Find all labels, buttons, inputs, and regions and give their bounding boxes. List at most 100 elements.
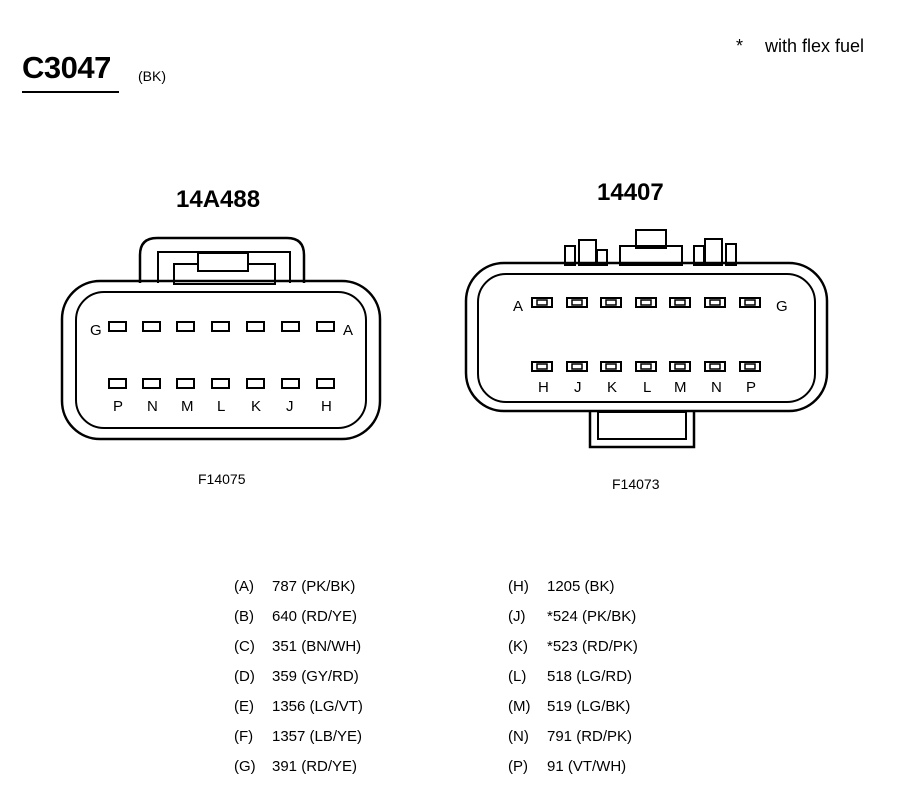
left-top-label-a: A	[343, 322, 353, 339]
note-marker: *	[736, 36, 744, 56]
right-bottom-label: H	[538, 379, 549, 396]
pin-cavity	[316, 378, 335, 389]
left-connector-part-number: 14A488	[176, 186, 261, 213]
pin-cavity	[281, 378, 300, 389]
pin-id: (J)	[508, 608, 526, 625]
left-bottom-label: N	[147, 398, 158, 415]
pin-cavity	[669, 361, 691, 372]
pin-cavity	[704, 297, 726, 308]
pin-cavity	[246, 321, 265, 332]
pin-cavity	[142, 321, 161, 332]
pin-cavity	[536, 363, 548, 370]
pin-cavity	[600, 361, 622, 372]
pin-circuit: 359 (GY/RD)	[272, 668, 359, 685]
right-bottom-label: M	[674, 379, 687, 396]
left-bottom-label: J	[286, 398, 294, 415]
left-bottom-label: P	[113, 398, 123, 415]
pin-cavity	[669, 297, 691, 308]
right-bottom-label: N	[711, 379, 722, 396]
left-bottom-label: M	[181, 398, 194, 415]
right-bottom-label: L	[643, 379, 651, 396]
pin-cavity	[108, 378, 127, 389]
pin-cavity	[635, 297, 657, 308]
pin-cavity	[674, 363, 686, 370]
pin-cavity	[605, 363, 617, 370]
pin-id: (P)	[508, 758, 528, 775]
note-text: with flex fuel	[765, 36, 865, 56]
pin-circuit: 1356 (LG/VT)	[272, 698, 363, 715]
pin-circuit: *524 (PK/BK)	[547, 608, 637, 625]
right-connector-part-number: 14407	[597, 179, 664, 206]
pin-id: (A)	[234, 578, 254, 595]
pin-cavity	[566, 297, 588, 308]
left-figure-code: F14075	[198, 471, 246, 487]
pin-cavity	[600, 297, 622, 308]
pin-circuit: 91 (VT/WH)	[547, 758, 627, 775]
pin-cavity	[674, 299, 686, 306]
pin-cavity	[739, 361, 761, 372]
pin-cavity	[176, 321, 195, 332]
connector-id-underline	[22, 91, 119, 93]
pin-cavity	[709, 363, 721, 370]
pin-cavity	[211, 378, 230, 389]
pin-cavity	[704, 361, 726, 372]
pin-cavity	[571, 363, 583, 370]
left-bottom-label: K	[251, 398, 261, 415]
left-connector-drawing	[60, 236, 382, 441]
right-figure-code: F14073	[612, 476, 660, 492]
pin-cavity	[531, 297, 553, 308]
pin-circuit: 518 (LG/RD)	[547, 668, 633, 685]
pin-cavity	[142, 378, 161, 389]
pin-circuit: *523 (RD/PK)	[547, 638, 638, 655]
pin-cavity	[739, 297, 761, 308]
left-top-label-g: G	[90, 322, 102, 339]
right-connector-drawing	[464, 229, 829, 449]
pin-circuit: 519 (LG/BK)	[547, 698, 631, 715]
pin-cavity	[640, 299, 652, 306]
right-top-label-a: A	[513, 298, 523, 315]
pin-id: (G)	[234, 758, 256, 775]
connector-id: C3047	[22, 50, 111, 85]
pin-cavity	[744, 299, 756, 306]
pin-id: (E)	[234, 698, 254, 715]
pin-circuit: 1205 (BK)	[547, 578, 615, 595]
pin-cavity	[108, 321, 127, 332]
pin-id: (L)	[508, 668, 527, 685]
pin-id: (N)	[508, 728, 529, 745]
pin-cavity	[531, 361, 553, 372]
left-bottom-label: L	[217, 398, 225, 415]
left-connector-pins	[108, 321, 335, 389]
pin-cavity	[566, 361, 588, 372]
pin-circuit: 787 (PK/BK)	[272, 578, 356, 595]
pin-circuit: 351 (BN/WH)	[272, 638, 362, 655]
pin-cavity	[281, 321, 300, 332]
pin-cavity	[709, 299, 721, 306]
pin-cavity	[640, 363, 652, 370]
pin-cavity	[176, 378, 195, 389]
pin-id: (C)	[234, 638, 255, 655]
pin-circuit: 640 (RD/YE)	[272, 608, 358, 625]
pin-circuit: 1357 (LB/YE)	[272, 728, 363, 745]
right-top-label-g: G	[776, 298, 788, 315]
right-bottom-label: K	[607, 379, 617, 396]
right-bottom-label: J	[574, 379, 582, 396]
pin-cavity	[246, 378, 265, 389]
pin-cavity	[605, 299, 617, 306]
pin-cavity	[316, 321, 335, 332]
pin-cavity	[744, 363, 756, 370]
pin-id: (D)	[234, 668, 255, 685]
pin-cavity	[635, 361, 657, 372]
right-bottom-label: P	[746, 379, 756, 396]
connector-color-code: (BK)	[138, 68, 166, 84]
pin-cavity	[571, 299, 583, 306]
pin-cavity	[211, 321, 230, 332]
pin-circuit: 791 (RD/PK)	[547, 728, 633, 745]
pin-id: (H)	[508, 578, 529, 595]
pin-id: (K)	[508, 638, 528, 655]
pin-cavity	[536, 299, 548, 306]
pin-circuit: 391 (RD/YE)	[272, 758, 358, 775]
left-bottom-label: H	[321, 398, 332, 415]
pin-id: (F)	[234, 728, 254, 745]
pin-id: (M)	[508, 698, 531, 715]
